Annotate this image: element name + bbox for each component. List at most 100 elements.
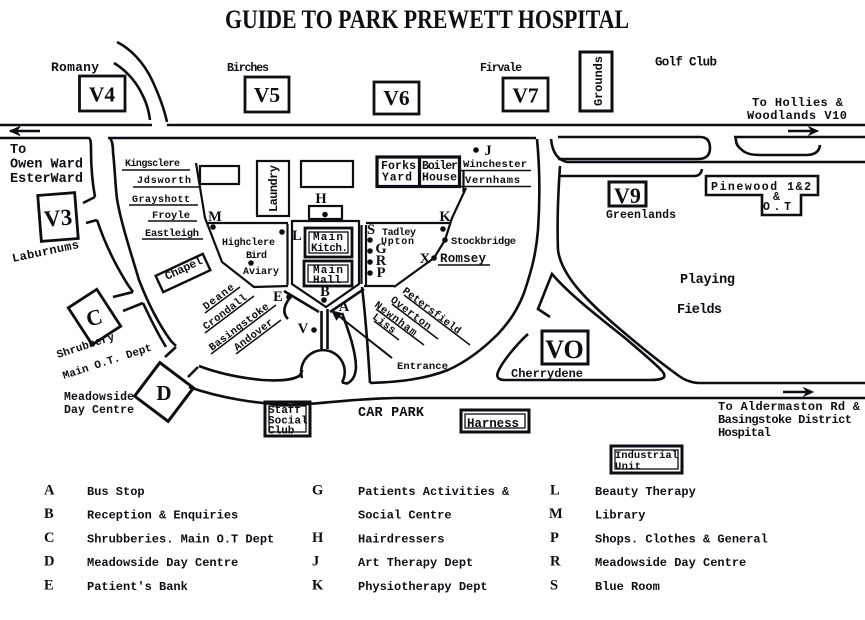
svg-text:Jdsworth: Jdsworth: [137, 175, 191, 187]
svg-text:To: To: [10, 143, 26, 158]
svg-text:Meadowside Day Centre: Meadowside Day Centre: [595, 556, 746, 570]
svg-text:V3: V3: [43, 204, 73, 231]
svg-text:V6: V6: [383, 86, 410, 110]
svg-text:Beauty Therapy: Beauty Therapy: [595, 485, 696, 499]
svg-text:Main: Main: [313, 232, 343, 244]
svg-text:Bird: Bird: [246, 250, 267, 262]
svg-text:M: M: [549, 506, 563, 522]
svg-text:Greenlands: Greenlands: [606, 209, 676, 222]
svg-text:Winchester: Winchester: [463, 159, 527, 171]
svg-text:S: S: [367, 222, 375, 238]
svg-text:Art Therapy Dept: Art Therapy Dept: [358, 556, 473, 570]
svg-text:Kitch.: Kitch.: [311, 243, 348, 255]
svg-text:Birches: Birches: [227, 62, 269, 75]
svg-text:Vernhams: Vernhams: [465, 175, 520, 187]
svg-text:Shrubberies. Main O.T Dept: Shrubberies. Main O.T Dept: [87, 532, 274, 546]
svg-text:&: &: [773, 191, 780, 204]
svg-text:Hairdressers: Hairdressers: [358, 532, 444, 546]
svg-text:EsterWard: EsterWard: [10, 172, 83, 187]
svg-text:Social: Social: [268, 416, 308, 428]
svg-text:VO: VO: [545, 335, 583, 364]
svg-text:K: K: [439, 209, 451, 225]
svg-text:Froyle: Froyle: [152, 210, 190, 222]
svg-text:Day Centre: Day Centre: [64, 404, 134, 417]
svg-text:M: M: [208, 209, 222, 225]
svg-text:Patients Activities &: Patients Activities &: [358, 485, 510, 499]
svg-text:Industrial: Industrial: [615, 450, 678, 462]
svg-text:Entrance: Entrance: [397, 361, 448, 373]
svg-text:Romany: Romany: [51, 60, 99, 75]
svg-text:Playing: Playing: [680, 273, 735, 288]
svg-text:Pinewood 1&2: Pinewood 1&2: [711, 181, 811, 194]
svg-text:Club: Club: [268, 426, 295, 438]
svg-text:Unit: Unit: [615, 461, 641, 473]
svg-text:Cherrydene: Cherrydene: [511, 367, 583, 381]
svg-text:Reception & Enquiries: Reception & Enquiries: [87, 509, 238, 523]
svg-text:B: B: [44, 506, 54, 522]
svg-text:Firvale: Firvale: [480, 62, 522, 75]
svg-text:V7: V7: [512, 84, 539, 108]
svg-text:Grounds: Grounds: [592, 56, 606, 106]
svg-text:Physiotherapy Dept: Physiotherapy Dept: [358, 580, 488, 594]
svg-text:Grayshott: Grayshott: [132, 194, 190, 206]
svg-text:Highclere: Highclere: [222, 237, 275, 249]
svg-text:Meadowside: Meadowside: [64, 391, 134, 404]
svg-text:E: E: [273, 289, 283, 305]
svg-text:Shops. Clothes & General: Shops. Clothes & General: [595, 532, 768, 546]
svg-text:B: B: [320, 284, 330, 300]
svg-text:Fields: Fields: [677, 303, 722, 318]
svg-text:Golf Club: Golf Club: [655, 56, 717, 70]
svg-text:Kingsclere: Kingsclere: [125, 158, 180, 170]
svg-text:V9: V9: [614, 183, 641, 208]
svg-text:House: House: [422, 172, 457, 185]
svg-text:Eastleigh: Eastleigh: [145, 228, 199, 240]
svg-text:Hospital: Hospital: [718, 426, 771, 440]
svg-text:H: H: [312, 530, 324, 546]
svg-text:S: S: [550, 577, 558, 593]
svg-text:X: X: [420, 251, 431, 267]
svg-text:P: P: [550, 530, 559, 546]
svg-text:Woodlands V10: Woodlands V10: [747, 109, 847, 123]
svg-text:Blue Room: Blue Room: [595, 580, 660, 594]
svg-text:L: L: [550, 483, 560, 499]
svg-text:Forks: Forks: [381, 160, 416, 173]
svg-text:Basingstoke District: Basingstoke District: [718, 413, 852, 427]
svg-text:Tadley: Tadley: [382, 227, 416, 239]
svg-text:D: D: [156, 381, 171, 405]
svg-text:Yard: Yard: [382, 172, 412, 185]
svg-text:O.T: O.T: [763, 201, 791, 214]
svg-text:V5: V5: [254, 83, 280, 107]
svg-text:Aviary: Aviary: [243, 266, 279, 278]
svg-text:A: A: [44, 483, 55, 499]
svg-text:Boiler: Boiler: [422, 160, 458, 173]
svg-text:C: C: [83, 303, 105, 331]
svg-text:Laundry: Laundry: [267, 165, 281, 212]
svg-text:D: D: [44, 554, 54, 570]
svg-text:J: J: [484, 143, 491, 159]
svg-text:R: R: [550, 554, 561, 570]
svg-text:K: K: [312, 577, 324, 593]
svg-text:Main: Main: [313, 265, 343, 277]
svg-text:Staff: Staff: [268, 405, 301, 417]
svg-text:CAR PARK: CAR PARK: [358, 406, 425, 421]
svg-text:R: R: [376, 253, 387, 269]
svg-text:Owen Ward: Owen Ward: [10, 158, 83, 173]
svg-text:Stockbridge: Stockbridge: [451, 236, 516, 248]
svg-text:Meadowside Day Centre: Meadowside Day Centre: [87, 556, 238, 570]
svg-text:A: A: [339, 299, 350, 315]
svg-text:V: V: [298, 321, 309, 337]
svg-text:G: G: [312, 483, 323, 499]
svg-text:P: P: [377, 265, 386, 281]
svg-text:H: H: [315, 191, 327, 207]
svg-text:Upton: Upton: [381, 237, 414, 248]
svg-text:J: J: [312, 554, 319, 570]
svg-text:Hall: Hall: [313, 275, 341, 287]
svg-text:Library: Library: [595, 509, 645, 523]
svg-text:V4: V4: [89, 83, 116, 107]
svg-text:Patient's Bank: Patient's Bank: [87, 580, 188, 594]
svg-text:GUIDE TO PARK PREWETT HOSPITAL: GUIDE TO PARK PREWETT HOSPITAL: [225, 5, 629, 34]
svg-text:C: C: [44, 530, 54, 546]
svg-text:Romsey: Romsey: [440, 252, 486, 266]
svg-text:Bus Stop: Bus Stop: [87, 485, 145, 499]
svg-text:Social Centre: Social Centre: [358, 509, 452, 523]
